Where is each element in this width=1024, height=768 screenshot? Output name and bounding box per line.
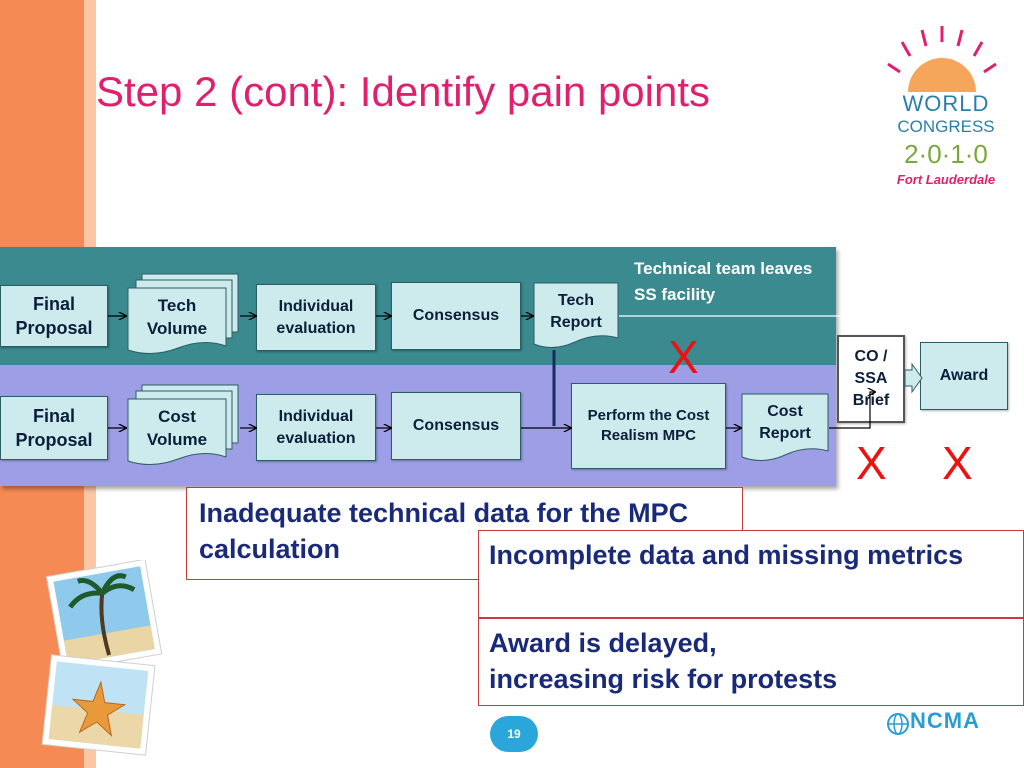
callout-award-delayed: Award is delayed, increasing risk for pr…: [478, 618, 1024, 706]
ncma-logo: NCMA: [910, 708, 980, 733]
brief-to-award-arrow: [904, 362, 923, 394]
callout-inadequate-data: Inadequate technical data for the MPC ca…: [186, 487, 743, 580]
tech-volume-doc: Tech Volume: [126, 272, 242, 362]
tech-volume-label: Tech Volume: [146, 296, 208, 338]
tech-final-proposal-box: Final Proposal: [0, 285, 108, 347]
cost-consensus-box: Consensus: [391, 392, 521, 460]
callout-award-delayed-line1: Award is delayed,: [489, 628, 717, 658]
world-congress-logo: WORLD CONGRESS 2·0·1·0 Fort Lauderdale: [880, 20, 1005, 200]
beach-photos: [41, 560, 163, 756]
x-mark-co-brief: X: [856, 437, 887, 489]
page-number-badge: 19: [490, 716, 538, 752]
award-box: Award: [920, 342, 1008, 410]
cost-volume-doc: Cost Volume: [126, 383, 242, 473]
document-stack-icon: [127, 384, 239, 465]
world-congress-year: 2·0·1·0: [904, 139, 988, 169]
world-congress-place: Fort Lauderdale: [896, 172, 996, 187]
cost-report-doc: Cost Report: [741, 393, 829, 465]
world-congress-line1: WORLD: [902, 91, 990, 116]
globe-icon: [887, 713, 909, 735]
callout-award-delayed-line2: increasing risk for protests: [489, 664, 838, 694]
cost-final-proposal-box: Final Proposal: [0, 396, 108, 460]
x-mark-award: X: [942, 437, 973, 489]
document-icon: [741, 393, 829, 461]
slide-title: Step 2 (cont): Identify pain points: [96, 68, 711, 115]
x-mark-tech-report: X: [668, 331, 699, 383]
sun-icon: [887, 26, 997, 92]
tech-evaluation-box: Individual evaluation: [256, 284, 376, 351]
cost-realism-box: Perform the Cost Realism MPC: [571, 383, 726, 469]
document-icon: [533, 282, 619, 348]
tech-team-note: Technical team leaves SS facility: [634, 259, 813, 304]
tech-consensus-box: Consensus: [391, 282, 521, 350]
cost-report-label: Cost Report: [759, 403, 811, 442]
co-ssa-brief-box: CO / SSA Brief: [837, 335, 905, 423]
palm-tree-photo: [45, 560, 163, 672]
cost-volume-label: Cost Volume: [146, 407, 208, 449]
callout-incomplete-data: Incomplete data and missing metrics: [478, 530, 1024, 618]
tech-report-doc: Tech Report: [533, 282, 619, 352]
document-stack-icon: [127, 273, 239, 354]
world-congress-line2: CONGRESS: [897, 117, 995, 136]
starfish-photo: [41, 654, 156, 756]
tech-report-label: Tech Report: [550, 292, 602, 331]
